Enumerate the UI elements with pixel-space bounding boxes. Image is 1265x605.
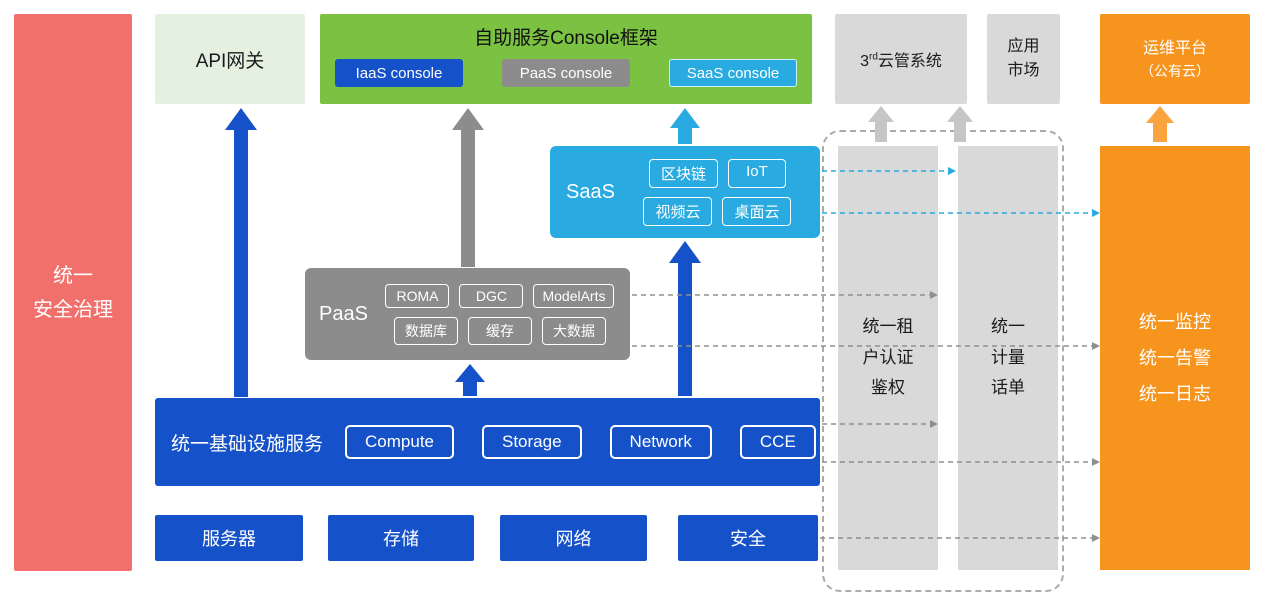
ops-platform-line2: （公有云） xyxy=(1140,62,1210,79)
metering-billing-line3: 话单 xyxy=(991,378,1025,398)
monitoring-line1: 统一监控 xyxy=(1139,312,1211,332)
saas-item-video-cloud: 视频云 xyxy=(643,196,713,226)
saas-items-row2: 视频云 桌面云 xyxy=(627,196,808,226)
arrow-paas-to-console xyxy=(452,108,484,267)
api-gateway-box: API网关 xyxy=(155,14,305,104)
paas-item-dgc: DGC xyxy=(459,283,524,308)
iaas-console-button: IaaS console xyxy=(335,59,463,87)
saas-console-button: SaaS console xyxy=(669,59,797,87)
paas-item-bigdata: 大数据 xyxy=(541,316,606,345)
app-market-line1: 应用 xyxy=(1007,38,1040,55)
paas-items-row1: ROMA DGC ModelArts xyxy=(380,283,620,308)
infra-item-cce: CCE xyxy=(739,425,816,459)
third-party-cloud-label: 3rd云管系统 xyxy=(860,47,942,71)
saas-item-desktop-cloud: 桌面云 xyxy=(722,196,792,226)
tenant-auth-line2: 户认证 xyxy=(862,347,914,367)
paas-items-row2: 数据库 缓存 大数据 xyxy=(380,316,620,345)
infrastructure-box: 统一基础设施服务 Compute Storage Network CCE xyxy=(155,398,820,486)
api-gateway-label: API网关 xyxy=(195,50,265,72)
hardware-network-label: 网络 xyxy=(555,529,592,549)
saas-layer-label: SaaS xyxy=(566,180,615,203)
saas-items-row1: 区块链 IoT xyxy=(627,158,808,188)
app-market-line2: 市场 xyxy=(1007,62,1040,79)
arrow-infra-to-saas xyxy=(669,241,701,396)
saas-layer-box: SaaS 区块链 IoT 视频云 桌面云 xyxy=(550,146,820,238)
hardware-security-label: 安全 xyxy=(730,529,766,549)
dashed-infra-to-monitor-arrowhead xyxy=(1092,458,1100,466)
security-governance-line1: 统一 xyxy=(53,264,93,287)
hardware-network-box: 网络 xyxy=(500,515,647,561)
saas-item-iot: IoT xyxy=(727,158,786,188)
dashed-hardware-to-monitor-arrowhead xyxy=(1092,534,1100,542)
monitoring-box: 统一监控 统一告警 统一日志 xyxy=(1100,146,1250,570)
monitoring-line2: 统一告警 xyxy=(1139,348,1211,368)
arrow-saas-to-console xyxy=(670,108,700,144)
third-party-prefix: 3 xyxy=(860,53,869,70)
third-party-rest: 云管系统 xyxy=(877,53,942,70)
tenant-auth-line1: 统一租 xyxy=(862,317,914,337)
hardware-server-label: 服务器 xyxy=(202,529,256,549)
saas-item-blockchain: 区块链 xyxy=(648,158,718,188)
monitoring-line3: 统一日志 xyxy=(1139,384,1211,404)
paas-item-roma: ROMA xyxy=(385,283,450,308)
dashed-paas-to-monitor-arrowhead xyxy=(1092,342,1100,350)
arrow-monitor-to-ops-platform xyxy=(1146,106,1174,142)
console-frame-title: 自助服务Console框架 xyxy=(474,28,658,49)
third-party-superscript: rd xyxy=(868,51,878,63)
paas-layer-box: PaaS ROMA DGC ModelArts 数据库 缓存 大数据 xyxy=(305,268,630,360)
shared-services-dashed-container xyxy=(822,130,1064,592)
paas-layer-label: PaaS xyxy=(319,302,368,325)
tenant-auth-line3: 鉴权 xyxy=(871,378,905,398)
paas-items-grid: ROMA DGC ModelArts 数据库 缓存 大数据 xyxy=(380,283,620,345)
hardware-security-box: 安全 xyxy=(678,515,818,561)
paas-item-modelarts: ModelArts xyxy=(533,283,615,308)
hardware-storage-box: 存储 xyxy=(328,515,474,561)
infra-item-compute: Compute xyxy=(345,425,454,459)
security-governance-line2: 安全治理 xyxy=(33,298,113,321)
infrastructure-items: Compute Storage Network CCE xyxy=(345,425,824,459)
app-market-box: 应用 市场 xyxy=(987,14,1060,104)
infra-item-storage: Storage xyxy=(482,425,582,459)
hardware-storage-label: 存储 xyxy=(383,529,419,549)
paas-console-button: PaaS console xyxy=(502,59,630,87)
metering-billing-line2: 计量 xyxy=(991,347,1025,367)
metering-billing-bar: 统一 计量 话单 xyxy=(958,146,1058,570)
hardware-server-box: 服务器 xyxy=(155,515,303,561)
arrow-infra-to-paas xyxy=(455,364,485,396)
console-buttons-row: IaaS console PaaS console SaaS console xyxy=(320,59,812,87)
paas-item-cache: 缓存 xyxy=(467,316,532,345)
metering-billing-line1: 统一 xyxy=(991,317,1025,337)
dashed-saas-to-monitor-arrowhead xyxy=(1092,209,1100,217)
ops-platform-line1: 运维平台 xyxy=(1142,39,1207,57)
infra-item-network: Network xyxy=(609,425,712,459)
paas-item-database: 数据库 xyxy=(393,316,458,345)
security-governance-bar: 统一 安全治理 xyxy=(14,14,132,571)
third-party-cloud-box: 3rd云管系统 xyxy=(835,14,967,104)
ops-platform-box: 运维平台 （公有云） xyxy=(1100,14,1250,104)
infrastructure-label: 统一基础设施服务 xyxy=(171,433,324,455)
console-frame: 自助服务Console框架 IaaS console PaaS console … xyxy=(320,14,812,104)
tenant-auth-bar: 统一租 户认证 鉴权 xyxy=(838,146,938,570)
saas-items-grid: 区块链 IoT 视频云 桌面云 xyxy=(627,158,808,226)
arrow-infra-to-api-gateway xyxy=(225,108,257,397)
